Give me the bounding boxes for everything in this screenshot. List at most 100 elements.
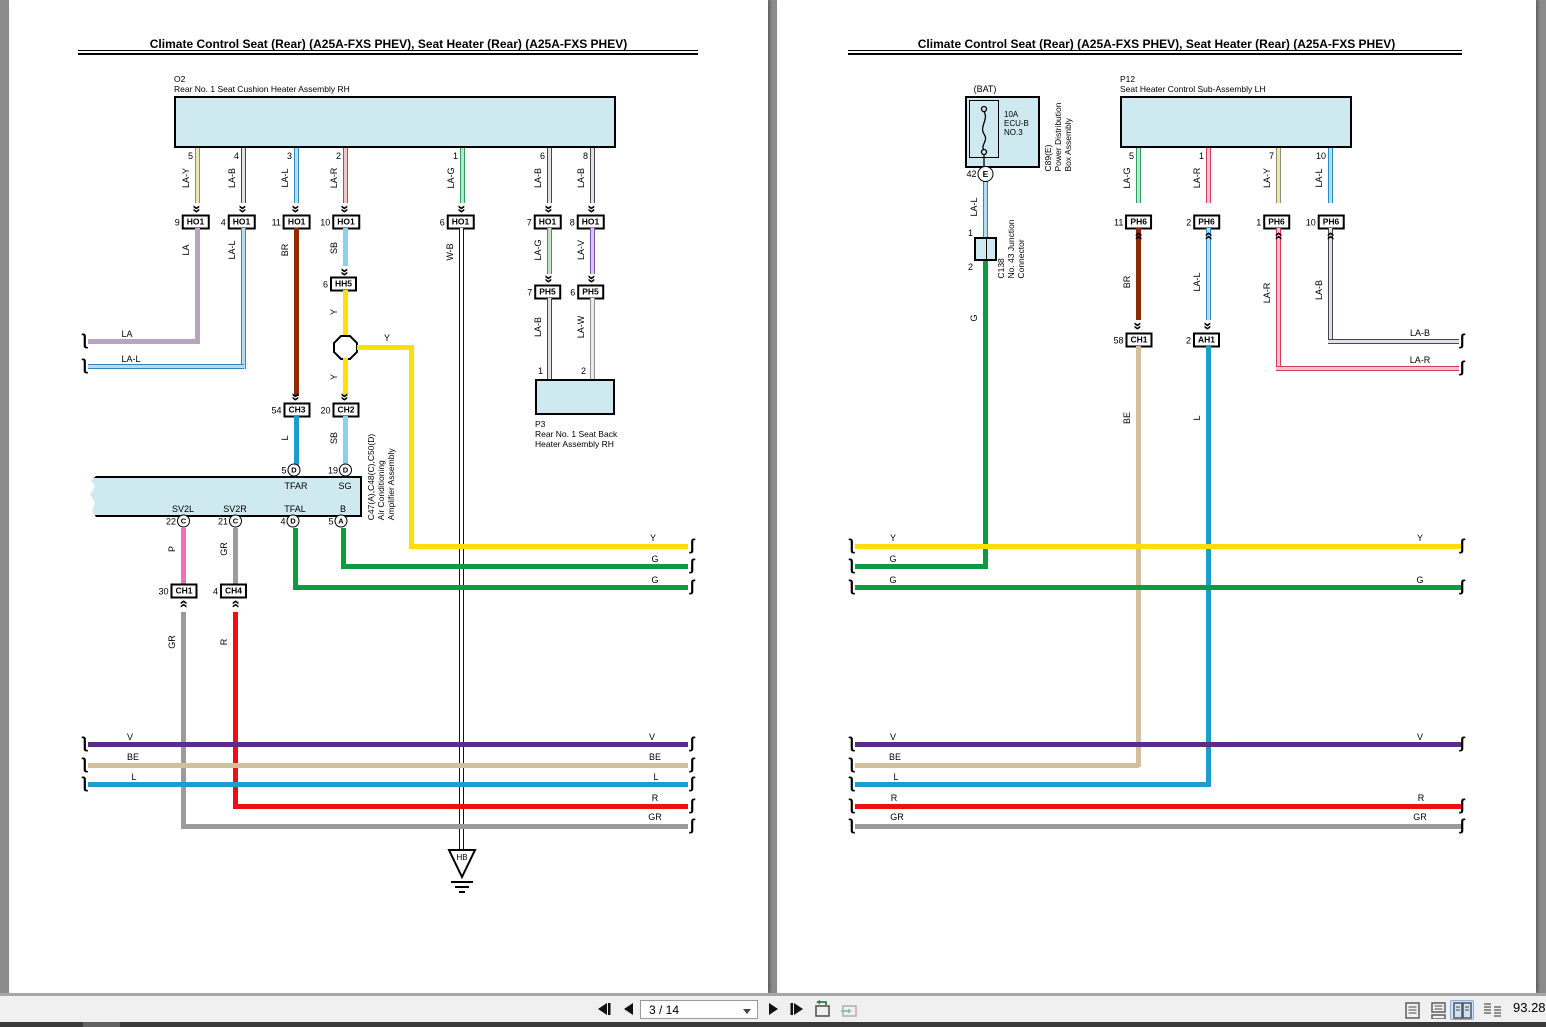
pin-number: 2 [335, 151, 341, 161]
wire-la [195, 228, 200, 344]
zoom-level-value: 93.28 [1513, 1000, 1546, 1015]
wire-label: LA-R [329, 167, 339, 189]
wire-break-icon [1459, 817, 1464, 835]
wire-la-b [241, 148, 246, 203]
pin-number: 5 [187, 151, 193, 161]
wire-v [855, 742, 1462, 747]
wire-la-v [590, 228, 595, 274]
continuous-view-button[interactable] [1426, 1000, 1450, 1020]
wire-label: R [1417, 793, 1425, 803]
last-page-button[interactable] [786, 999, 808, 1019]
wire-label: LA-Y [181, 167, 191, 189]
wire-label: Y [649, 533, 657, 543]
wire-br [1136, 228, 1141, 320]
wire-label: SB [329, 241, 339, 255]
double-arrow-icon [337, 393, 354, 399]
single-page-view-button[interactable] [1400, 1000, 1424, 1020]
terminal-label: B [339, 504, 347, 514]
wire-be [1136, 346, 1141, 767]
continuous-facing-view-button[interactable] [1480, 1000, 1504, 1020]
wire-break-icon [1459, 537, 1464, 555]
fuse-box [969, 100, 999, 158]
pin-number: 4 [233, 151, 239, 161]
component-p12-box [1120, 96, 1352, 148]
wire-label: LA-G [533, 239, 543, 261]
previous-view-button[interactable] [812, 999, 834, 1019]
wire-label: GR [648, 812, 662, 822]
pdf-page-right[interactable]: Climate Control Seat (Rear) (A25A-FXS PH… [777, 0, 1536, 993]
wire-break-icon [82, 735, 87, 753]
page-number-input[interactable]: 3 / 14 [640, 1000, 758, 1019]
wire-label: G [651, 575, 659, 585]
wire-label: BE [888, 752, 902, 762]
wire-la-r [343, 148, 348, 203]
wire-break-icon [849, 775, 854, 793]
chevron-down-icon[interactable] [743, 1009, 751, 1014]
pin-number: 1 [967, 228, 973, 238]
diagram-title: Climate Control Seat (Rear) (A25A-FXS PH… [917, 37, 1396, 51]
pin-number: 8 [582, 151, 588, 161]
wire-y-branch [357, 345, 414, 350]
fuse-icon [980, 105, 988, 167]
wire-label: L [1192, 415, 1202, 421]
wire-label: LA-L [1314, 168, 1324, 188]
wire-label: LA-L [121, 354, 141, 364]
next-page-button[interactable] [762, 999, 784, 1019]
wire-g [855, 564, 988, 569]
wire-l [855, 782, 1211, 787]
first-page-button[interactable] [593, 999, 615, 1019]
terminal-label: SV2R [223, 504, 247, 514]
double-arrow-icon [584, 275, 601, 281]
pin-number: 1 [1198, 151, 1204, 161]
pin-number: 7 [1268, 151, 1274, 161]
wire-label: G [651, 554, 659, 564]
taskbar-item[interactable] [83, 1022, 120, 1027]
ground-symbol-icon [447, 849, 477, 893]
wire-y [343, 358, 348, 396]
wire-label: LA-R [1192, 167, 1202, 189]
wire-label: LA-B [227, 167, 237, 189]
wire-break-icon [689, 775, 694, 793]
wire-la-y [1276, 148, 1281, 203]
wire-label: V [126, 732, 134, 742]
wire-label: LA-R [1262, 282, 1272, 304]
double-arrow-icon [1322, 234, 1339, 240]
wire-la-l [88, 364, 244, 369]
wire-label: V [648, 732, 656, 742]
previous-page-button[interactable] [618, 999, 640, 1019]
wire-label: Y [889, 533, 897, 543]
pdf-page-left[interactable]: Climate Control Seat (Rear) (A25A-FXS PH… [9, 0, 768, 993]
wire-g [293, 528, 298, 590]
wire-r [233, 612, 238, 809]
wire-label: LA-L [969, 197, 979, 217]
double-arrow-icon [288, 205, 305, 211]
double-arrow-icon [337, 205, 354, 211]
wire-gr [855, 824, 1462, 829]
wire-label: LA-L [280, 168, 290, 188]
ground-label: HB [456, 853, 468, 862]
wire-la-y [195, 148, 200, 203]
terminal-label: TFAL [284, 504, 306, 514]
wire-la-l [1206, 228, 1211, 320]
pin-number: 1 [537, 366, 543, 376]
double-arrow-icon [1130, 322, 1147, 328]
wire-label: L [893, 772, 899, 782]
wire-g [855, 585, 1462, 590]
next-view-button[interactable] [838, 999, 860, 1019]
wire-break-icon [1459, 359, 1464, 377]
wire-y [855, 544, 1462, 549]
facing-pages-view-button[interactable] [1450, 1000, 1474, 1020]
wire-sb [343, 228, 348, 266]
wire-label: LA-B [533, 167, 543, 189]
wire-label: Y [329, 373, 339, 381]
